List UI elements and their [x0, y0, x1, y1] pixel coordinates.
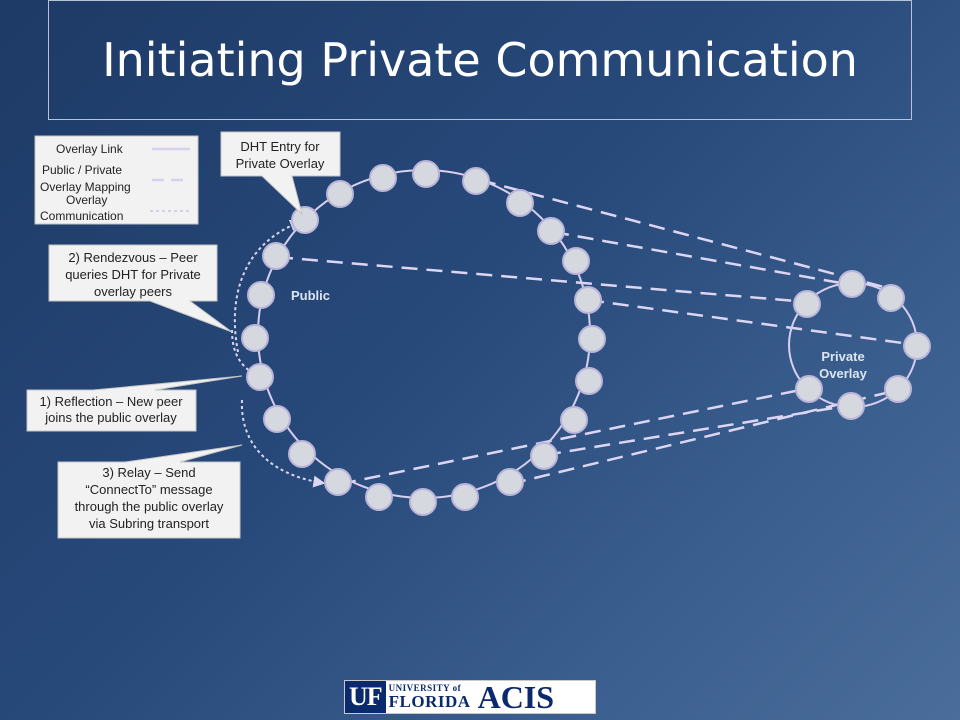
public-node — [291, 206, 319, 234]
mapping-line — [276, 255, 808, 304]
private-node — [877, 284, 905, 312]
private-node — [884, 375, 912, 403]
private-node — [838, 270, 866, 298]
logo-university: UNIVERSITY of — [388, 683, 462, 693]
public-node — [288, 440, 316, 468]
private-label-line-1: Private — [821, 349, 864, 364]
callout-rendezvous-line-2: queries DHT for Private — [65, 267, 201, 282]
public-node — [560, 406, 588, 434]
callout-dht-entry: DHT Entry for Private Overlay — [220, 131, 341, 216]
arrow-to-dht — [233, 219, 303, 353]
legend: Overlay Link Public / Private Overlay Ma… — [34, 135, 199, 225]
callout-rendezvous: 2) Rendezvous – Peer queries DHT for Pri… — [48, 244, 233, 333]
title-box: Initiating Private Communication — [48, 0, 912, 120]
logo-florida-block: UNIVERSITY of FLORIDA — [386, 681, 474, 713]
callout-relay-line-4: via Subring transport — [89, 516, 209, 531]
public-node — [409, 488, 437, 516]
callout-rendezvous-line-1: 2) Rendezvous – Peer — [68, 250, 198, 265]
private-node — [795, 375, 823, 403]
public-node — [241, 324, 269, 352]
private-nodes — [793, 270, 931, 420]
mapping-line — [587, 298, 918, 347]
public-node — [578, 325, 606, 353]
public-node — [324, 468, 352, 496]
public-node — [369, 164, 397, 192]
callout-dht-line-1: DHT Entry for — [240, 139, 320, 154]
callout-relay-line-2: “ConnectTo” message — [85, 482, 212, 497]
callout-relay-line-3: through the public overlay — [75, 499, 224, 514]
public-node — [412, 160, 440, 188]
public-node — [496, 468, 524, 496]
public-nodes — [241, 160, 606, 516]
public-node — [365, 483, 393, 511]
callout-reflection-line-1: 1) Reflection – New peer — [39, 394, 183, 409]
legend-label-comm-1: Overlay — [66, 193, 107, 207]
public-node — [247, 281, 275, 309]
public-node — [575, 367, 603, 395]
public-node — [574, 286, 602, 314]
legend-label-mapping-2: Overlay Mapping — [40, 180, 131, 194]
mapping-lines — [276, 178, 918, 486]
callout-relay-line-1: 3) Relay – Send — [102, 465, 195, 480]
private-label-line-2: Overlay — [819, 366, 867, 381]
callout-relay: 3) Relay – Send “ConnectTo” message thro… — [57, 444, 243, 539]
public-node — [326, 180, 354, 208]
public-node — [530, 442, 558, 470]
logo-acis: ACIS — [477, 678, 555, 715]
mapping-line — [552, 230, 853, 287]
public-node — [262, 242, 290, 270]
mapping-line — [509, 388, 899, 486]
public-node — [246, 363, 274, 391]
mapping-line — [339, 386, 811, 486]
logo-uf: UF — [345, 681, 386, 713]
public-node — [451, 483, 479, 511]
private-node — [837, 392, 865, 420]
legend-label-overlay-link: Overlay Link — [56, 142, 124, 156]
arrow-to-relay — [240, 399, 326, 488]
public-label: Public — [291, 288, 330, 303]
mapping-line — [544, 403, 853, 457]
callout-reflection: 1) Reflection – New peer joins the publi… — [26, 375, 243, 432]
callout-rendezvous-line-3: overlay peers — [94, 284, 173, 299]
uf-acis-logo: UF UNIVERSITY of FLORIDA ACIS — [344, 678, 596, 715]
legend-label-mapping-1: Public / Private — [42, 163, 122, 177]
private-node — [903, 332, 931, 360]
slide-title: Initiating Private Communication — [102, 33, 858, 87]
public-node — [562, 247, 590, 275]
callout-reflection-line-2: joins the public overlay — [44, 410, 177, 425]
logo-florida: FLORIDA — [388, 692, 471, 711]
legend-label-comm-2: Communication — [40, 209, 123, 223]
public-node — [462, 167, 490, 195]
legend-box — [34, 135, 199, 225]
private-node — [793, 290, 821, 318]
callout-dht-line-2: Private Overlay — [236, 156, 325, 171]
public-node — [263, 405, 291, 433]
mapping-line — [479, 178, 896, 292]
public-node — [506, 189, 534, 217]
public-node — [537, 217, 565, 245]
